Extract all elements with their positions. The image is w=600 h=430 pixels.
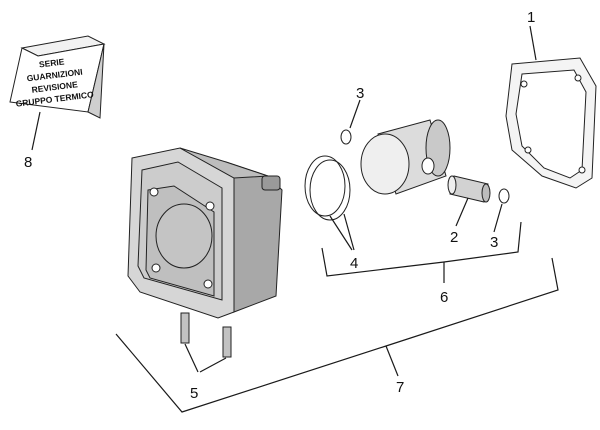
piston-icon (360, 119, 451, 195)
leader-5a (184, 343, 199, 373)
leader-3-top (349, 99, 361, 129)
leader-4b (343, 213, 355, 251)
callout-6: 6 (440, 289, 448, 306)
leader-2 (455, 197, 469, 227)
leader-3-right (493, 203, 503, 233)
gasket-kit-package-icon: SERIE GUARNIZIONI REVISIONE GRUPPO TERMI… (9, 35, 106, 119)
callout-7: 7 (396, 379, 404, 396)
package-label-line-1: SERIE (38, 56, 65, 69)
callout-8: 8 (24, 154, 32, 171)
leader-4a (329, 215, 353, 251)
callout-1: 1 (527, 9, 535, 26)
circlip-icon (340, 129, 352, 145)
circlip-icon (498, 188, 510, 204)
callout-3-top: 3 (356, 85, 364, 102)
callout-3-right: 3 (490, 234, 498, 251)
piston-pin-icon (447, 175, 491, 203)
leader-8 (31, 111, 41, 151)
piston-ring-icon (304, 155, 351, 221)
callout-4: 4 (350, 255, 358, 272)
leader-7 (385, 345, 399, 377)
base-gasket-icon (505, 57, 597, 189)
cylinder-icon (127, 147, 283, 319)
callout-2: 2 (450, 229, 458, 246)
leader-1 (529, 25, 537, 61)
leader-5b (199, 357, 227, 373)
stud-icon (180, 312, 232, 358)
callout-5: 5 (190, 385, 198, 402)
